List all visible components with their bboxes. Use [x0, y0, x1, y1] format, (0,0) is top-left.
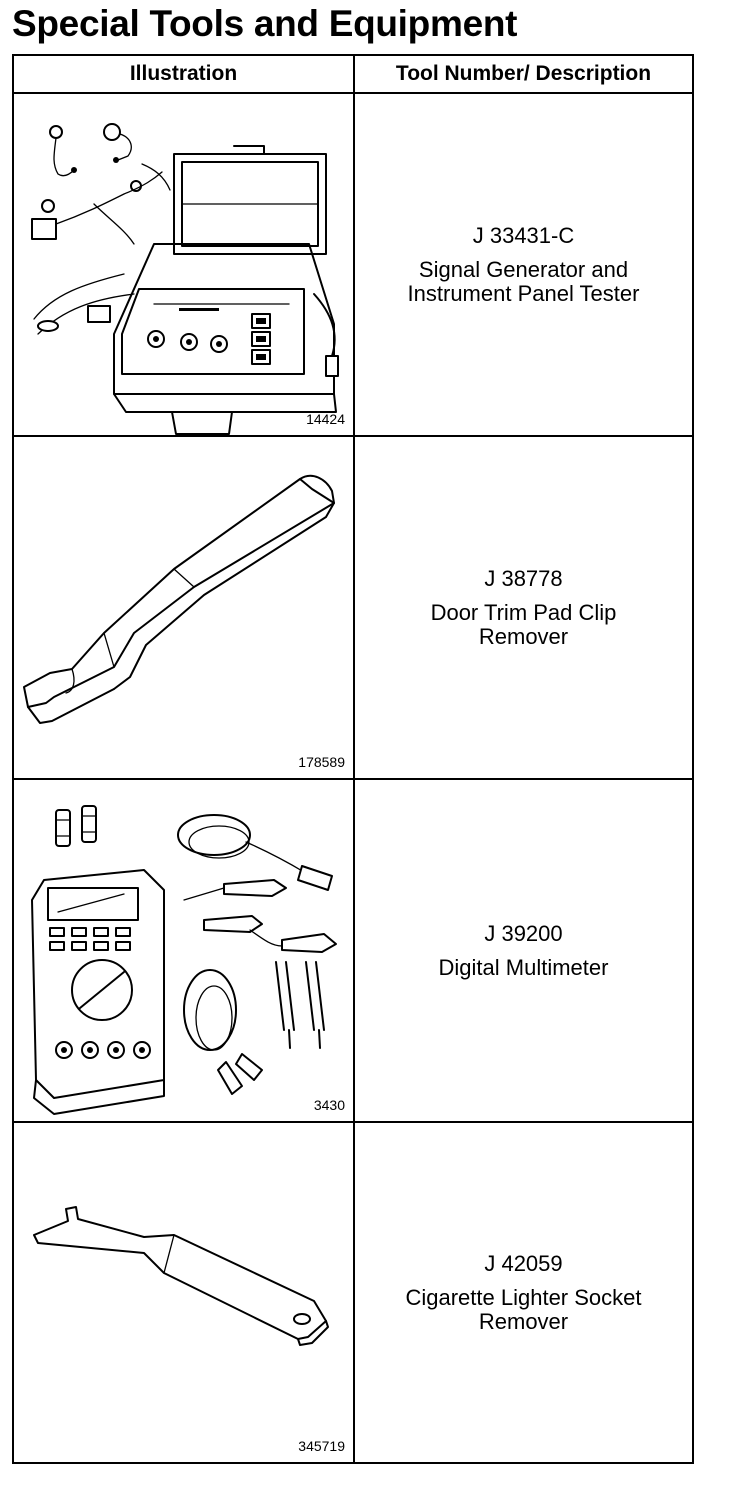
tool-description-line: Door Trim Pad Clip	[430, 599, 617, 625]
tool-description-line: Remover	[478, 1308, 569, 1334]
description-cell: J 39200 Digital Multimeter	[355, 780, 692, 1121]
figure-number: 3430	[313, 1097, 345, 1113]
column-divider	[353, 56, 355, 1462]
table-row: 14424 J 33431-C Signal Generator and Ins…	[14, 94, 692, 437]
trim-pad-clip-remover-illustration	[23, 474, 335, 724]
lighter-socket-remover-illustration	[33, 1206, 329, 1346]
table-row: 3430 J 39200 Digital Multimeter	[14, 780, 692, 1123]
header-tool-description: Tool Number/ Description	[395, 62, 652, 85]
tool-description-line: Signal Generator and	[418, 256, 629, 282]
illustration-cell: 14424	[14, 94, 353, 435]
figure-number: 14424	[306, 411, 345, 427]
header-illustration: Illustration	[129, 62, 238, 85]
tool-number: J 42059	[484, 1250, 563, 1276]
table-row: 345719 J 42059 Cigarette Lighter Socket …	[14, 1123, 692, 1462]
description-cell: J 33431-C Signal Generator and Instrumen…	[355, 94, 692, 435]
tool-number: J 38778	[484, 565, 563, 591]
page-title: Special Tools and Equipment	[12, 3, 518, 44]
tool-description-line: Remover	[478, 623, 569, 649]
tool-description-line: Digital Multimeter	[438, 954, 609, 980]
tool-description-line: Cigarette Lighter Socket	[405, 1284, 642, 1310]
tool-description-line: Instrument Panel Tester	[407, 280, 640, 306]
illustration-cell: 345719	[14, 1123, 353, 1462]
table-row: 178589 J 38778 Door Trim Pad Clip Remove…	[14, 437, 692, 780]
tool-number: J 33431-C	[472, 222, 575, 248]
description-cell: J 42059 Cigarette Lighter Socket Remover	[355, 1123, 692, 1462]
description-cell: J 38778 Door Trim Pad Clip Remover	[355, 437, 692, 778]
figure-number: 178589	[298, 754, 345, 770]
tool-number: J 39200	[484, 920, 563, 946]
illustration-cell: 178589	[14, 437, 353, 778]
signal-generator-illustration	[31, 123, 339, 435]
illustration-cell: 3430	[14, 780, 353, 1121]
digital-multimeter-illustration	[31, 805, 337, 1115]
figure-number: 345719	[298, 1438, 345, 1454]
special-tools-table: Illustration Tool Number/ Description	[12, 54, 694, 1464]
